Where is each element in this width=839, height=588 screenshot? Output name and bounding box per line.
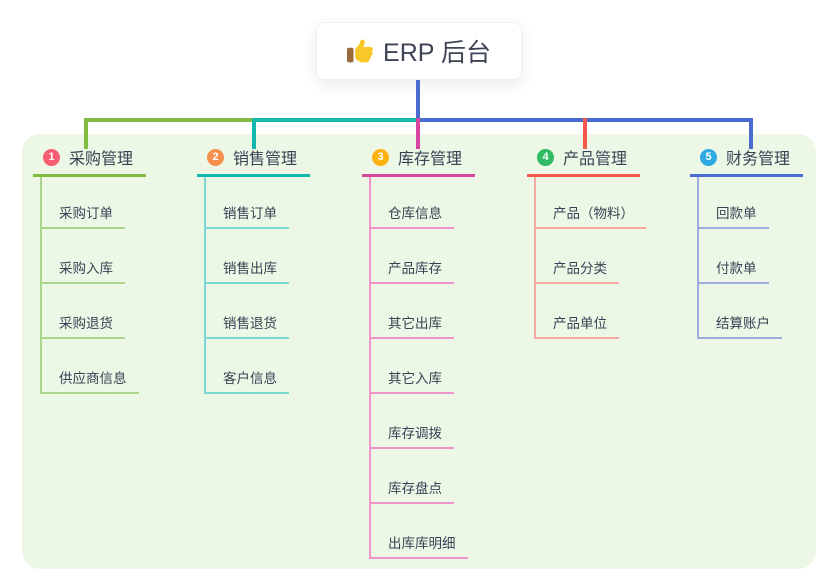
tree-item: 库存盘点: [371, 449, 475, 504]
tree-item: 产品分类: [536, 229, 646, 284]
branch-title-label: 财务管理: [726, 151, 791, 168]
tree-item: 结算账户: [699, 284, 803, 339]
badge-3: 3: [372, 148, 389, 166]
root-stem-line: [416, 80, 420, 120]
branch-bus-line-teal: [252, 118, 418, 122]
tree-item: 产品库存: [371, 229, 475, 284]
tree-item: 销售订单: [206, 177, 310, 229]
tree-item: 产品单位: [536, 284, 646, 339]
branch-items: 回款单 付款单 结算账户: [697, 177, 803, 339]
node-other-inbound[interactable]: 其它入库: [371, 367, 454, 394]
tree-item: 采购订单: [42, 177, 146, 229]
node-settlement-account[interactable]: 结算账户: [699, 312, 782, 339]
branch-title-label: 库存管理: [398, 151, 463, 168]
tree-item: 销售出库: [206, 229, 310, 284]
tree-item: 出库库明细: [371, 504, 475, 559]
tree-item: 销售退货: [206, 284, 310, 339]
node-other-outbound[interactable]: 其它出库: [371, 312, 454, 339]
node-purchase-inbound[interactable]: 采购入库: [42, 257, 125, 284]
branch-title-label: 销售管理: [233, 151, 298, 168]
branch-product: 4 产品管理 产品（物料） 产品分类 产品单位: [527, 146, 646, 339]
tree-item: 采购入库: [42, 229, 146, 284]
node-sales-outbound[interactable]: 销售出库: [206, 257, 289, 284]
tree-item: 付款单: [699, 229, 803, 284]
branch-items: 采购订单 采购入库 采购退货 供应商信息: [40, 177, 146, 394]
branch-title-purchase[interactable]: 1 采购管理: [33, 146, 146, 177]
tree-item: 回款单: [699, 177, 803, 229]
node-purchase-order[interactable]: 采购订单: [42, 202, 125, 229]
node-product-material[interactable]: 产品（物料）: [536, 202, 646, 229]
branch-drop-sales: [252, 118, 256, 149]
branch-drop-inventory: [416, 118, 420, 149]
branch-finance: 5 财务管理 回款单 付款单 结算账户: [690, 146, 803, 339]
branch-title-label: 采购管理: [69, 151, 134, 168]
branch-items: 产品（物料） 产品分类 产品单位: [534, 177, 646, 339]
badge-5: 5: [700, 148, 717, 166]
branch-drop-purchase: [84, 118, 88, 149]
node-outbound-detail[interactable]: 出库库明细: [371, 532, 468, 559]
thumbs-up-icon: [347, 39, 374, 63]
node-sales-return[interactable]: 销售退货: [206, 312, 289, 339]
branch-sales: 2 销售管理 销售订单 销售出库 销售退货 客户信息: [197, 146, 310, 394]
badge-4: 4: [537, 148, 554, 166]
branch-purchase: 1 采购管理 采购订单 采购入库 采购退货 供应商信息: [33, 146, 146, 394]
branch-drop-finance: [749, 118, 753, 149]
node-sales-order[interactable]: 销售订单: [206, 202, 289, 229]
node-supplier-info[interactable]: 供应商信息: [42, 367, 139, 394]
root-node-label: ERP 后台: [383, 39, 491, 67]
branch-title-label: 产品管理: [563, 151, 628, 168]
node-product-stock[interactable]: 产品库存: [371, 257, 454, 284]
node-product-category[interactable]: 产品分类: [536, 257, 619, 284]
node-stock-taking[interactable]: 库存盘点: [371, 477, 454, 504]
branch-title-inventory[interactable]: 3 库存管理: [362, 146, 475, 177]
tree-item: 其它入库: [371, 339, 475, 394]
branch-title-finance[interactable]: 5 财务管理: [690, 146, 803, 177]
root-node-erp[interactable]: ERP 后台: [316, 22, 522, 80]
branch-items: 仓库信息 产品库存 其它出库 其它入库 库存调拨 库存盘点 出库库明细: [369, 177, 475, 559]
branch-title-product[interactable]: 4 产品管理: [527, 146, 640, 177]
tree-item: 客户信息: [206, 339, 310, 394]
badge-1: 1: [43, 148, 60, 166]
tree-item: 产品（物料）: [536, 177, 646, 229]
branches-panel: [22, 134, 816, 569]
tree-item: 供应商信息: [42, 339, 146, 394]
branch-drop-product: [583, 118, 587, 149]
node-warehouse-info[interactable]: 仓库信息: [371, 202, 454, 229]
node-stock-transfer[interactable]: 库存调拨: [371, 422, 454, 449]
tree-item: 其它出库: [371, 284, 475, 339]
branch-inventory: 3 库存管理 仓库信息 产品库存 其它出库 其它入库 库存调拨 库存盘点 出库库…: [362, 146, 475, 559]
branch-bus-line-green: [84, 118, 254, 122]
node-customer-info[interactable]: 客户信息: [206, 367, 289, 394]
badge-2: 2: [207, 148, 224, 166]
node-product-unit[interactable]: 产品单位: [536, 312, 619, 339]
tree-item: 库存调拨: [371, 394, 475, 449]
branch-title-sales[interactable]: 2 销售管理: [197, 146, 310, 177]
node-purchase-return[interactable]: 采购退货: [42, 312, 125, 339]
tree-item: 采购退货: [42, 284, 146, 339]
tree-item: 仓库信息: [371, 177, 475, 229]
node-payment-bill[interactable]: 付款单: [699, 257, 769, 284]
node-receipt-bill[interactable]: 回款单: [699, 202, 769, 229]
branch-items: 销售订单 销售出库 销售退货 客户信息: [204, 177, 310, 394]
